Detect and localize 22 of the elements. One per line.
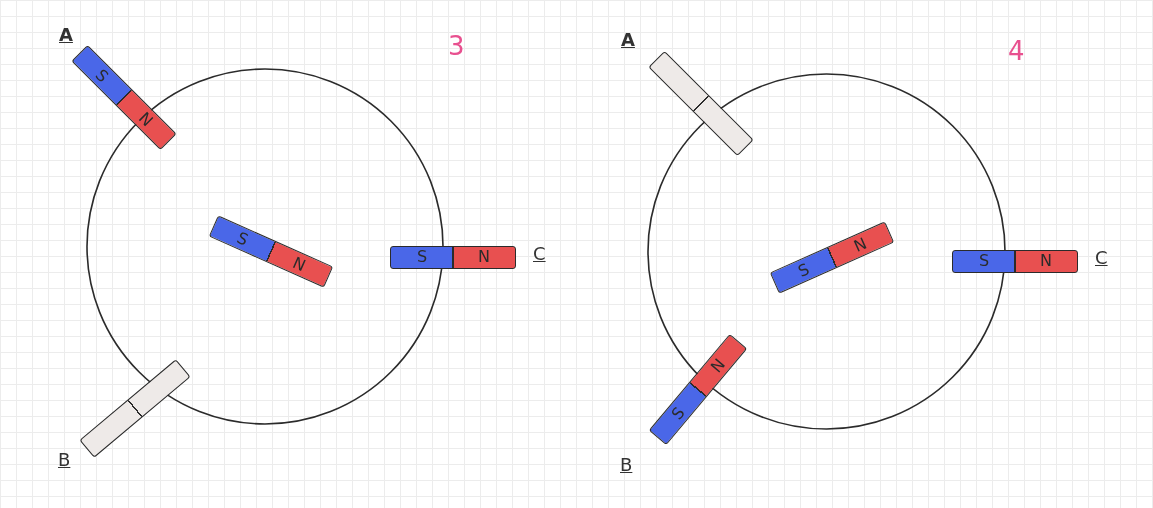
coil-label: C [533,245,546,263]
coil-label: C [1095,249,1108,267]
coil-label: A [59,26,73,44]
coil-label: A [621,31,635,49]
pole-letter: S [416,249,428,265]
pole-letter: S [234,229,251,248]
pole-letter: S [978,253,990,269]
bar-magnet [390,245,516,269]
figure-number: 4 [1008,38,1025,64]
pole-letter: S [92,65,112,85]
pole-letter: N [136,109,156,129]
pole-letter: S [795,260,812,279]
coil-label: B [620,456,633,474]
pole-letter: S [668,403,688,422]
pole-letter: N [707,355,728,375]
pole-letter: N [851,234,870,255]
pole-letter: N [290,253,309,274]
pole-letter: N [478,249,490,265]
coil-label: B [58,451,71,469]
pole-letter: N [1040,253,1052,269]
bar-magnet [952,249,1078,273]
figure-number: 3 [448,33,465,59]
